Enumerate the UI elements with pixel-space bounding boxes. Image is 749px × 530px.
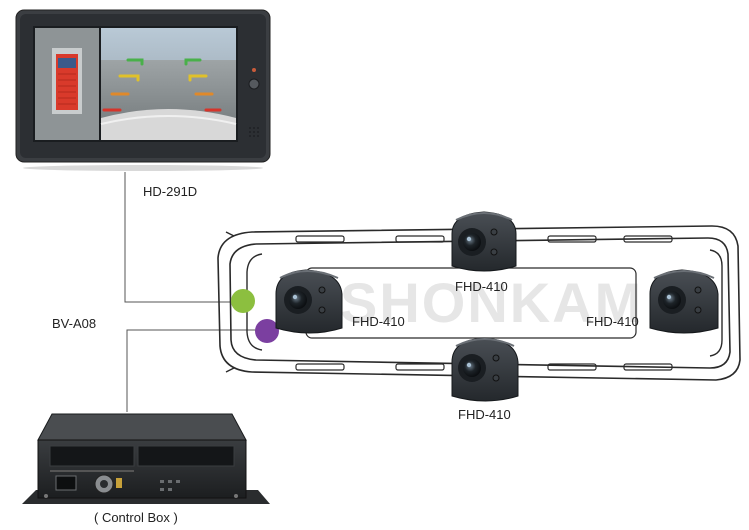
camera-right (649, 269, 719, 334)
power-button-icon (248, 78, 260, 90)
cable-label: BV-A08 (52, 316, 96, 331)
camera-top (451, 211, 517, 272)
watermark: SHONKAM (340, 271, 643, 334)
speaker-grille-icon (249, 127, 259, 137)
camera-top-label: FHD-410 (455, 279, 508, 294)
camera-right-label: FHD-410 (586, 314, 639, 329)
bus-outline (217, 225, 741, 381)
monitor-connector-dot (231, 289, 255, 313)
camera-left-label: FHD-410 (352, 314, 405, 329)
monitor (15, 9, 271, 171)
control-box (22, 413, 270, 504)
parking-guide-lines (102, 58, 222, 112)
control-box-connector-dot (255, 319, 279, 343)
monitor-cable-line (124, 172, 243, 303)
camera-bottom (451, 337, 519, 402)
camera-left (275, 269, 343, 334)
ethernet-port-icon (55, 475, 77, 491)
monitor-label: HD-291D (143, 184, 197, 199)
control-box-label: ( Control Box ) (94, 510, 178, 525)
camera-bottom-label: FHD-410 (458, 407, 511, 422)
